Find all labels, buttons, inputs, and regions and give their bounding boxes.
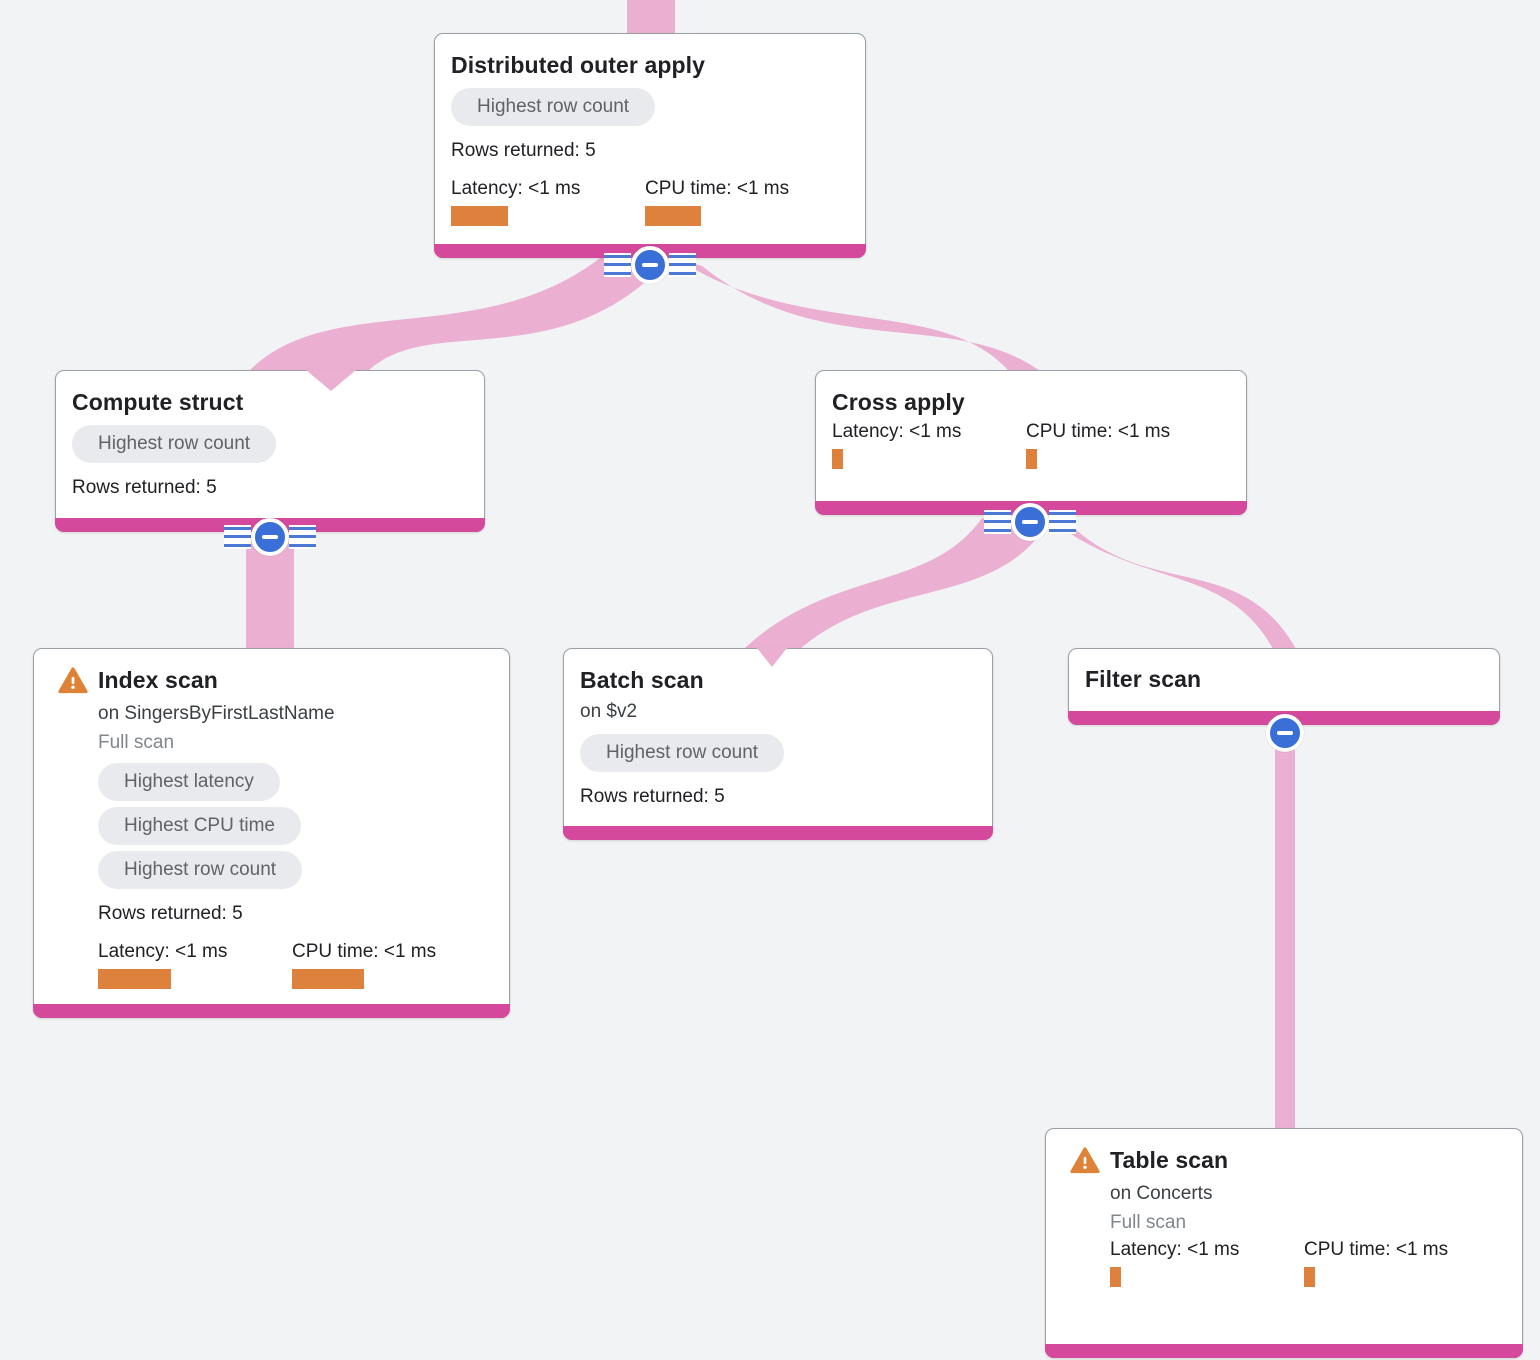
scan-type: Full scan	[1110, 1212, 1187, 1233]
row-lines-icon	[604, 253, 631, 277]
badge-highest-row-count: Highest row count	[72, 425, 277, 463]
plan-node-compute-struct[interactable]: Compute struct Highest row count Rows re…	[55, 370, 485, 532]
collapse-node-button-compute-struct[interactable]	[210, 517, 330, 557]
latency-label: Latency: <1 ms	[832, 421, 962, 442]
row-lines-icon	[224, 525, 251, 549]
node-title: Compute struct	[72, 389, 244, 415]
rows-returned-value: Rows returned: 5	[72, 477, 217, 498]
row-lines-icon	[289, 525, 316, 549]
rows-returned-value: Rows returned: 5	[580, 786, 725, 807]
node-title: Filter scan	[1085, 666, 1202, 692]
collapse-node-button-filter-scan[interactable]	[1225, 713, 1345, 753]
latency-label: Latency: <1 ms	[451, 178, 581, 199]
warning-icon	[58, 666, 88, 694]
edge-root-to-distributed-outer-apply	[627, 0, 675, 36]
latency-label: Latency: <1 ms	[98, 941, 228, 962]
rows-returned-value: Rows returned: 5	[451, 140, 596, 161]
row-lines-icon	[1049, 510, 1076, 534]
edge-distributed-outer-apply-to-cross-apply	[676, 258, 1040, 371]
cpu-time-bar	[1304, 1267, 1315, 1287]
node-title: Cross apply	[832, 389, 965, 415]
latency-bar	[98, 969, 171, 989]
plan-node-index-scan[interactable]: Index scan on SingersByFirstLastName Ful…	[33, 648, 510, 1018]
cpu-time-bar	[645, 206, 701, 226]
cpu-time-label: CPU time: <1 ms	[645, 178, 790, 199]
scan-type: Full scan	[98, 732, 175, 753]
latency-bar	[451, 206, 508, 226]
cpu-time-bar	[1026, 449, 1037, 469]
cpu-time-bar	[292, 969, 364, 989]
row-lines-icon	[984, 510, 1011, 534]
node-title: Index scan	[98, 667, 218, 693]
collapse-node-button-distributed-outer-apply[interactable]	[590, 245, 710, 285]
latency-label: Latency: <1 ms	[1110, 1239, 1240, 1260]
collapse-node-button-cross-apply[interactable]	[970, 502, 1090, 542]
node-title: Distributed outer apply	[451, 52, 706, 78]
collapse-minus-icon	[1011, 503, 1049, 541]
rows-returned-value: Rows returned: 5	[98, 903, 243, 924]
cpu-time-label: CPU time: <1 ms	[1026, 421, 1171, 442]
plan-node-distributed-outer-apply[interactable]: Distributed outer apply Highest row coun…	[434, 33, 866, 258]
collapse-minus-icon	[251, 518, 289, 556]
node-title: Table scan	[1110, 1147, 1229, 1173]
plan-node-batch-scan[interactable]: Batch scan on $v2 Highest row count Rows…	[563, 648, 993, 840]
latency-bar	[832, 449, 843, 469]
edge-filter-scan-to-table-scan	[1275, 728, 1295, 1130]
row-lines-icon	[669, 253, 696, 277]
node-title: Batch scan	[580, 667, 704, 693]
plan-node-cross-apply[interactable]: Cross apply Latency: <1 ms CPU time: <1 …	[815, 370, 1247, 515]
warning-icon	[1070, 1146, 1100, 1174]
collapse-minus-icon	[631, 246, 669, 284]
plan-node-table-scan[interactable]: Table scan on Concerts Full scan Latency…	[1045, 1128, 1523, 1358]
scan-target: on SingersByFirstLastName	[98, 703, 335, 724]
cpu-time-label: CPU time: <1 ms	[292, 941, 437, 962]
badge-highest-latency: Highest latency	[98, 763, 280, 801]
node-accent-bar	[1045, 1344, 1523, 1358]
node-accent-bar	[33, 1004, 510, 1018]
scan-target: on $v2	[580, 701, 638, 722]
scan-target: on Concerts	[1110, 1183, 1213, 1204]
node-accent-bar	[563, 826, 993, 840]
badge-highest-row-count: Highest row count	[98, 851, 303, 889]
collapse-minus-icon	[1266, 714, 1304, 752]
badge-highest-row-count: Highest row count	[451, 88, 656, 126]
cpu-time-label: CPU time: <1 ms	[1304, 1239, 1449, 1260]
latency-bar	[1110, 1267, 1121, 1287]
badge-highest-row-count: Highest row count	[580, 734, 785, 772]
badge-highest-cpu-time: Highest CPU time	[98, 807, 301, 845]
